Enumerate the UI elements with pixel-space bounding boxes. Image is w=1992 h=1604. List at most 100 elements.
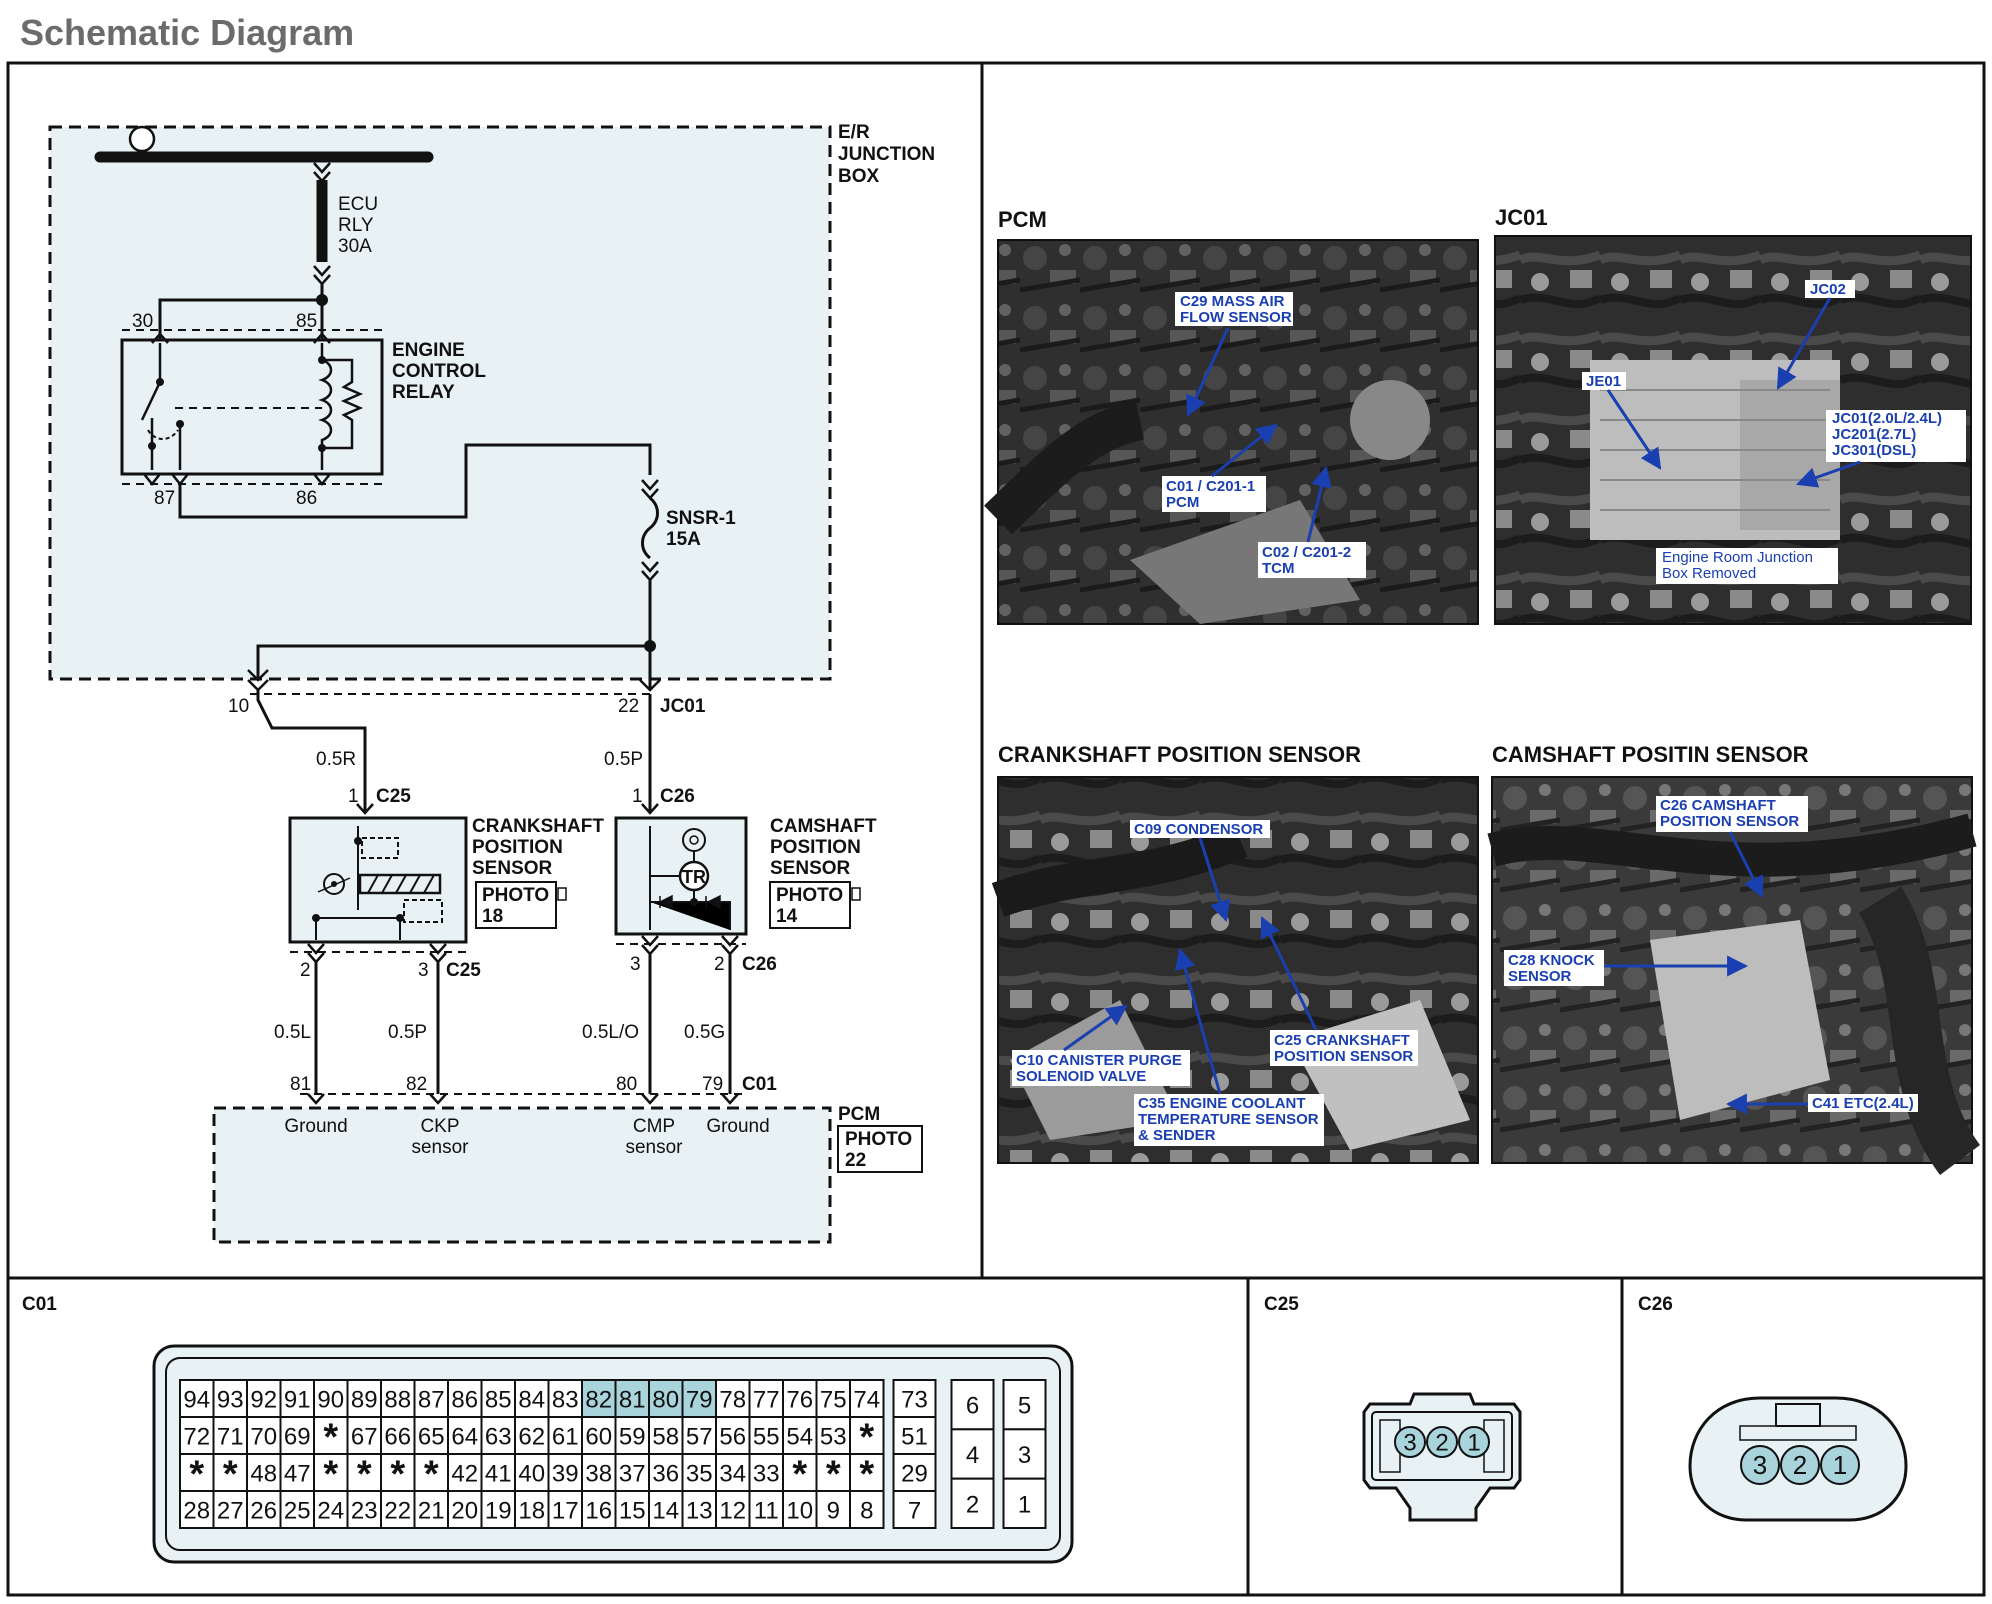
c01-pin-cell — [1002, 1477, 1047, 1529]
c01-pin: 19 — [485, 1498, 512, 1525]
c01-pin-cell — [246, 1453, 282, 1492]
c01-pin: 9 — [827, 1498, 840, 1525]
c01-pin-cell — [313, 1416, 349, 1455]
callout-c35-2: TEMPERATURE SENSOR — [1138, 1111, 1319, 1128]
c25-pins-label: 2 — [1435, 1429, 1448, 1456]
c01-pin-cell — [212, 1416, 248, 1455]
c01-pin: 55 — [753, 1424, 780, 1451]
engine-control-relay — [120, 329, 384, 487]
relay-pin-85: 85 — [296, 311, 317, 332]
c01-pin: 17 — [552, 1498, 579, 1525]
callout-c02-2: TCM — [1262, 560, 1295, 577]
ecu-rly-label-2: RLY — [338, 215, 374, 236]
c01-pin: 91 — [284, 1387, 311, 1414]
c01-pin: * — [189, 1454, 204, 1496]
c01-pin: 51 — [901, 1424, 928, 1451]
callout-c01-2: PCM — [1166, 494, 1199, 511]
c01-pin-cell — [380, 1379, 416, 1418]
wire-0-5p-cmp: 0.5P — [604, 749, 643, 770]
page-title: Schematic Diagram — [20, 12, 355, 53]
c01-pin: 10 — [786, 1498, 813, 1525]
c01-pin: 60 — [585, 1424, 612, 1451]
c01-pin-cell — [681, 1379, 717, 1418]
c01-pin: 3 — [1018, 1442, 1031, 1469]
c01-pin-cell — [212, 1379, 248, 1418]
c01-pin: 54 — [786, 1424, 813, 1451]
c01-pin: 29 — [901, 1461, 928, 1488]
c01-pin: 41 — [485, 1461, 512, 1488]
c01-pin: 74 — [853, 1387, 880, 1414]
c01-pin: 75 — [820, 1387, 847, 1414]
relay-label-3: RELAY — [392, 382, 455, 403]
c01-pin: 4 — [966, 1442, 979, 1469]
c01-pin: 13 — [686, 1498, 713, 1525]
callout-c41: C41 ETC(2.4L) — [1812, 1095, 1914, 1112]
c01-pin: 86 — [451, 1387, 478, 1414]
callout-c28-2: SENSOR — [1508, 968, 1572, 985]
photo-cam-title: CAMSHAFT POSITIN SENSOR — [1492, 742, 1809, 767]
ckp-conn-c25-bottom: C25 — [446, 960, 481, 981]
c01-pin: 22 — [384, 1498, 411, 1525]
c01-pin: 72 — [183, 1424, 210, 1451]
callout-jc01: JC01(2.0L/2.4L) — [1832, 410, 1942, 427]
ckp-pin-1: 1 — [348, 786, 359, 807]
c01-pin: 38 — [585, 1461, 612, 1488]
c01-pin-cell — [815, 1490, 851, 1529]
callout-c35-1: C35 ENGINE COOLANT — [1138, 1095, 1306, 1112]
c01-pin: 6 — [966, 1393, 979, 1420]
relay-pin-30: 30 — [132, 311, 153, 332]
c01-pin-cell — [715, 1379, 751, 1418]
c01-pin-cell — [648, 1379, 684, 1418]
c01-pin: 79 — [686, 1387, 713, 1414]
c25-pins-circle — [1458, 1426, 1490, 1458]
ckp-photo-box — [475, 881, 557, 929]
c01-pin: 93 — [217, 1387, 244, 1414]
callout-c25-2: POSITION SENSOR — [1274, 1048, 1413, 1065]
c26-pins-label: 2 — [1793, 1450, 1807, 1480]
c01-title: C01 — [22, 1294, 57, 1315]
c01-pin: 81 — [619, 1387, 646, 1414]
c01-pin: * — [859, 1417, 874, 1459]
c01-pin: * — [223, 1454, 238, 1496]
callout-jc301: JC301(DSL) — [1832, 442, 1916, 459]
c01-pin: 5 — [1018, 1393, 1031, 1420]
c26-pins-circle — [1740, 1445, 1780, 1485]
c01-pin: 16 — [585, 1498, 612, 1525]
c01-pin-cell — [715, 1416, 751, 1455]
pcm-label-ckp-2: sensor — [411, 1137, 469, 1158]
ckp-conn-c25-top: C25 — [376, 786, 411, 807]
c01-pin-cell — [514, 1453, 550, 1492]
callout-c35-3: & SENDER — [1138, 1127, 1216, 1144]
pcm-pin-81: 81 — [290, 1074, 311, 1095]
pcm-photo-box — [837, 1125, 923, 1173]
ecu-rly-fuse — [313, 162, 331, 340]
c01-pin: 37 — [619, 1461, 646, 1488]
snsr-1-fuse — [641, 479, 659, 690]
c01-pin: 90 — [317, 1387, 344, 1414]
er-junction-label-1: E/R — [838, 122, 870, 143]
c01-pin-cell — [614, 1416, 650, 1455]
c01-pin-cell — [782, 1379, 818, 1418]
c01-pin-cell — [892, 1490, 937, 1529]
wire-0-5g: 0.5G — [684, 1022, 725, 1043]
c26-pins-circle — [1820, 1445, 1860, 1485]
jc01-pin-10: 10 — [228, 696, 249, 717]
c01-pin: 73 — [901, 1387, 928, 1414]
ckp-photo-label: PHOTO — [482, 885, 549, 906]
c01-pin: 69 — [284, 1424, 311, 1451]
c01-pin: * — [357, 1454, 372, 1496]
c01-pin: 48 — [250, 1461, 277, 1488]
c01-pin-cell — [447, 1490, 483, 1529]
cmp-pin-2: 2 — [714, 954, 725, 975]
c01-pin-cell — [547, 1490, 583, 1529]
callout-c29-1: C29 MASS AIR — [1180, 293, 1285, 310]
c25-pins-label: 1 — [1467, 1429, 1480, 1456]
c01-pin: 34 — [719, 1461, 746, 1488]
c01-pin: * — [792, 1454, 807, 1496]
c01-pin-cell — [1002, 1379, 1047, 1431]
c01-pin: 33 — [753, 1461, 780, 1488]
c01-pin-cell — [748, 1490, 784, 1529]
c01-pin: 71 — [217, 1424, 244, 1451]
